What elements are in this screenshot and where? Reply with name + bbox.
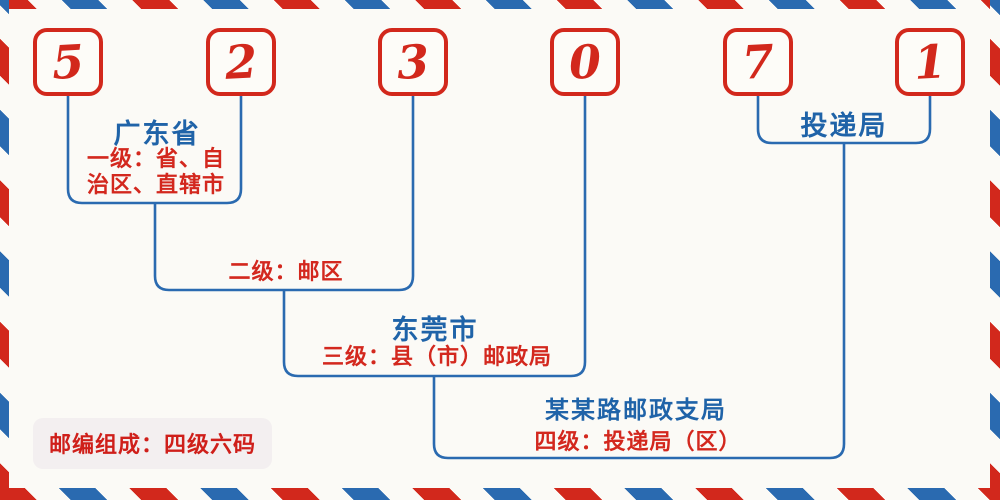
airmail-border-left [0, 0, 9, 500]
footer-badge-text: 邮编组成：四级六码 [49, 432, 257, 457]
level3-desc: 三级：县（市）邮政局 [321, 344, 553, 369]
digit-box-3: 3 [378, 28, 448, 96]
airmail-border-bottom [0, 488, 1000, 500]
digit-3: 3 [395, 34, 431, 90]
level4-branch-name: 某某路邮政支局 [545, 397, 727, 424]
digit-box-2: 2 [206, 28, 276, 96]
digit-box-4: 0 [550, 28, 620, 96]
airmail-border-right [990, 0, 1000, 500]
digit-box-6: 1 [895, 28, 965, 96]
digit-box-1: 5 [33, 28, 103, 96]
delivery-office-name: 投递局 [800, 111, 888, 141]
level1-desc: 一级：省、自 治区、直辖市 [56, 146, 256, 198]
level3-city-name: 东莞市 [391, 315, 479, 345]
level2-desc: 二级：邮区 [228, 259, 344, 284]
airmail-border-top [0, 0, 1000, 9]
digit-5: 7 [740, 34, 776, 90]
digit-1: 5 [50, 34, 86, 90]
footer-badge: 邮编组成：四级六码 [33, 418, 273, 469]
digit-4: 0 [567, 34, 603, 90]
level1-desc-line2: 治区、直辖市 [86, 172, 225, 197]
digit-2: 2 [223, 34, 259, 90]
bracket-level4-line [432, 143, 846, 460]
digit-box-5: 7 [723, 28, 793, 96]
level1-province-name: 广东省 [113, 119, 201, 149]
level4-desc: 四级：投递局（区） [534, 429, 742, 454]
level1-desc-line1: 一级：省、自 [86, 146, 225, 171]
digit-6: 1 [912, 34, 948, 90]
